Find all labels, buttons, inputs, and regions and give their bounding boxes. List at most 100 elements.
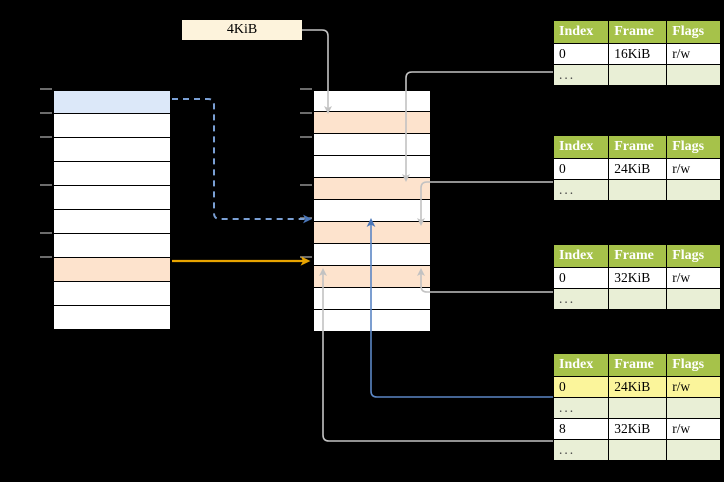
table-cell — [666, 64, 721, 86]
virtual-page-row — [53, 114, 171, 138]
cell-value: 0 — [559, 46, 566, 61]
cell-value: ... — [559, 400, 576, 415]
virtual-page-row — [53, 210, 171, 234]
table-cell: 0 — [552, 43, 610, 65]
table-row: ... — [552, 397, 721, 419]
table-row: 0 24KiB r/w — [552, 376, 721, 398]
table-cell: r/w — [666, 418, 721, 440]
table-cell: ... — [552, 288, 610, 310]
table-cell — [666, 288, 721, 310]
cell-value: 32KiB — [614, 421, 651, 436]
table-cell: r/w — [666, 43, 721, 65]
table-row: ... — [552, 64, 721, 86]
cell-value: 24KiB — [614, 161, 651, 176]
table-row: ... — [552, 439, 721, 461]
virtual-page-row — [53, 186, 171, 210]
cell-value: 32KiB — [614, 270, 651, 285]
column-header-frame: Frame — [608, 135, 668, 159]
cell-value: ... — [559, 291, 576, 306]
wire-table2-to-frame — [417, 181, 553, 226]
physical-frame-row — [313, 310, 431, 332]
column-header-flags: Flags — [666, 244, 721, 268]
table-cell: 0 — [552, 158, 610, 180]
column-header-index: Index — [552, 135, 610, 159]
table-cell: 0 — [552, 376, 610, 398]
physical-frame-row — [313, 266, 431, 288]
cell-value: 0 — [559, 270, 566, 285]
virtual-page-row — [53, 282, 171, 306]
cell-value: r/w — [672, 270, 691, 285]
table-cell — [608, 397, 668, 419]
column-header-index: Index — [552, 20, 610, 44]
virtual-page-row — [53, 138, 171, 162]
table-row: 8 32KiB r/w — [552, 418, 721, 440]
table-cell: r/w — [666, 158, 721, 180]
cell-value: 24KiB — [614, 379, 651, 394]
cell-value: ... — [559, 442, 576, 457]
size-label-4kib: 4KiB — [182, 20, 302, 40]
table-cell — [666, 397, 721, 419]
wire-table3-to-frame — [417, 268, 553, 293]
physical-memory-column — [312, 89, 432, 333]
table-cell: 24KiB — [608, 376, 668, 398]
virtual-page-row — [53, 306, 171, 330]
cell-value: 16KiB — [614, 46, 651, 61]
table-cell: 32KiB — [608, 267, 668, 289]
table-cell: 32KiB — [608, 418, 668, 440]
table-cell: r/w — [666, 267, 721, 289]
physical-tick-marks — [300, 88, 312, 258]
column-header-index: Index — [552, 353, 610, 377]
column-header-frame: Frame — [608, 353, 668, 377]
table-row: ... — [552, 288, 721, 310]
cell-value: r/w — [672, 46, 691, 61]
cell-value: r/w — [672, 161, 691, 176]
cell-value: 8 — [559, 421, 566, 436]
column-header-frame: Frame — [608, 244, 668, 268]
cell-value: ... — [559, 67, 576, 82]
physical-frame-row — [313, 112, 431, 134]
table-cell: ... — [552, 64, 610, 86]
table-cell: 16KiB — [608, 43, 668, 65]
table-cell: 24KiB — [608, 158, 668, 180]
table-cell — [608, 288, 668, 310]
table-cell: 0 — [552, 267, 610, 289]
column-header-flags: Flags — [666, 353, 721, 377]
virtual-tick-marks — [40, 88, 52, 258]
physical-frame-row — [313, 200, 431, 222]
table-cell: 8 — [552, 418, 610, 440]
virtual-page-row — [53, 258, 171, 282]
virtual-page-row — [53, 90, 171, 114]
table-cell: ... — [552, 439, 610, 461]
virtual-address-column — [52, 89, 172, 331]
table-row: 0 32KiB r/w — [552, 267, 721, 289]
cell-value: 0 — [559, 161, 566, 176]
table-cell — [608, 179, 668, 201]
column-header-index: Index — [552, 244, 610, 268]
table-cell: ... — [552, 179, 610, 201]
virtual-page-row — [53, 162, 171, 186]
physical-frame-row — [313, 156, 431, 178]
column-header-frame: Frame — [608, 20, 668, 44]
table-cell — [666, 439, 721, 461]
table-cell — [608, 64, 668, 86]
table-row: ... — [552, 179, 721, 201]
physical-frame-row — [313, 222, 431, 244]
column-header-flags: Flags — [666, 20, 721, 44]
table-cell — [608, 439, 668, 461]
virtual-page-row — [53, 234, 171, 258]
cell-value: ... — [559, 182, 576, 197]
table-row: 0 16KiB r/w — [552, 43, 721, 65]
table-row: 0 24KiB r/w — [552, 158, 721, 180]
physical-frame-row — [313, 244, 431, 266]
column-header-flags: Flags — [666, 135, 721, 159]
cell-value: r/w — [672, 379, 691, 394]
